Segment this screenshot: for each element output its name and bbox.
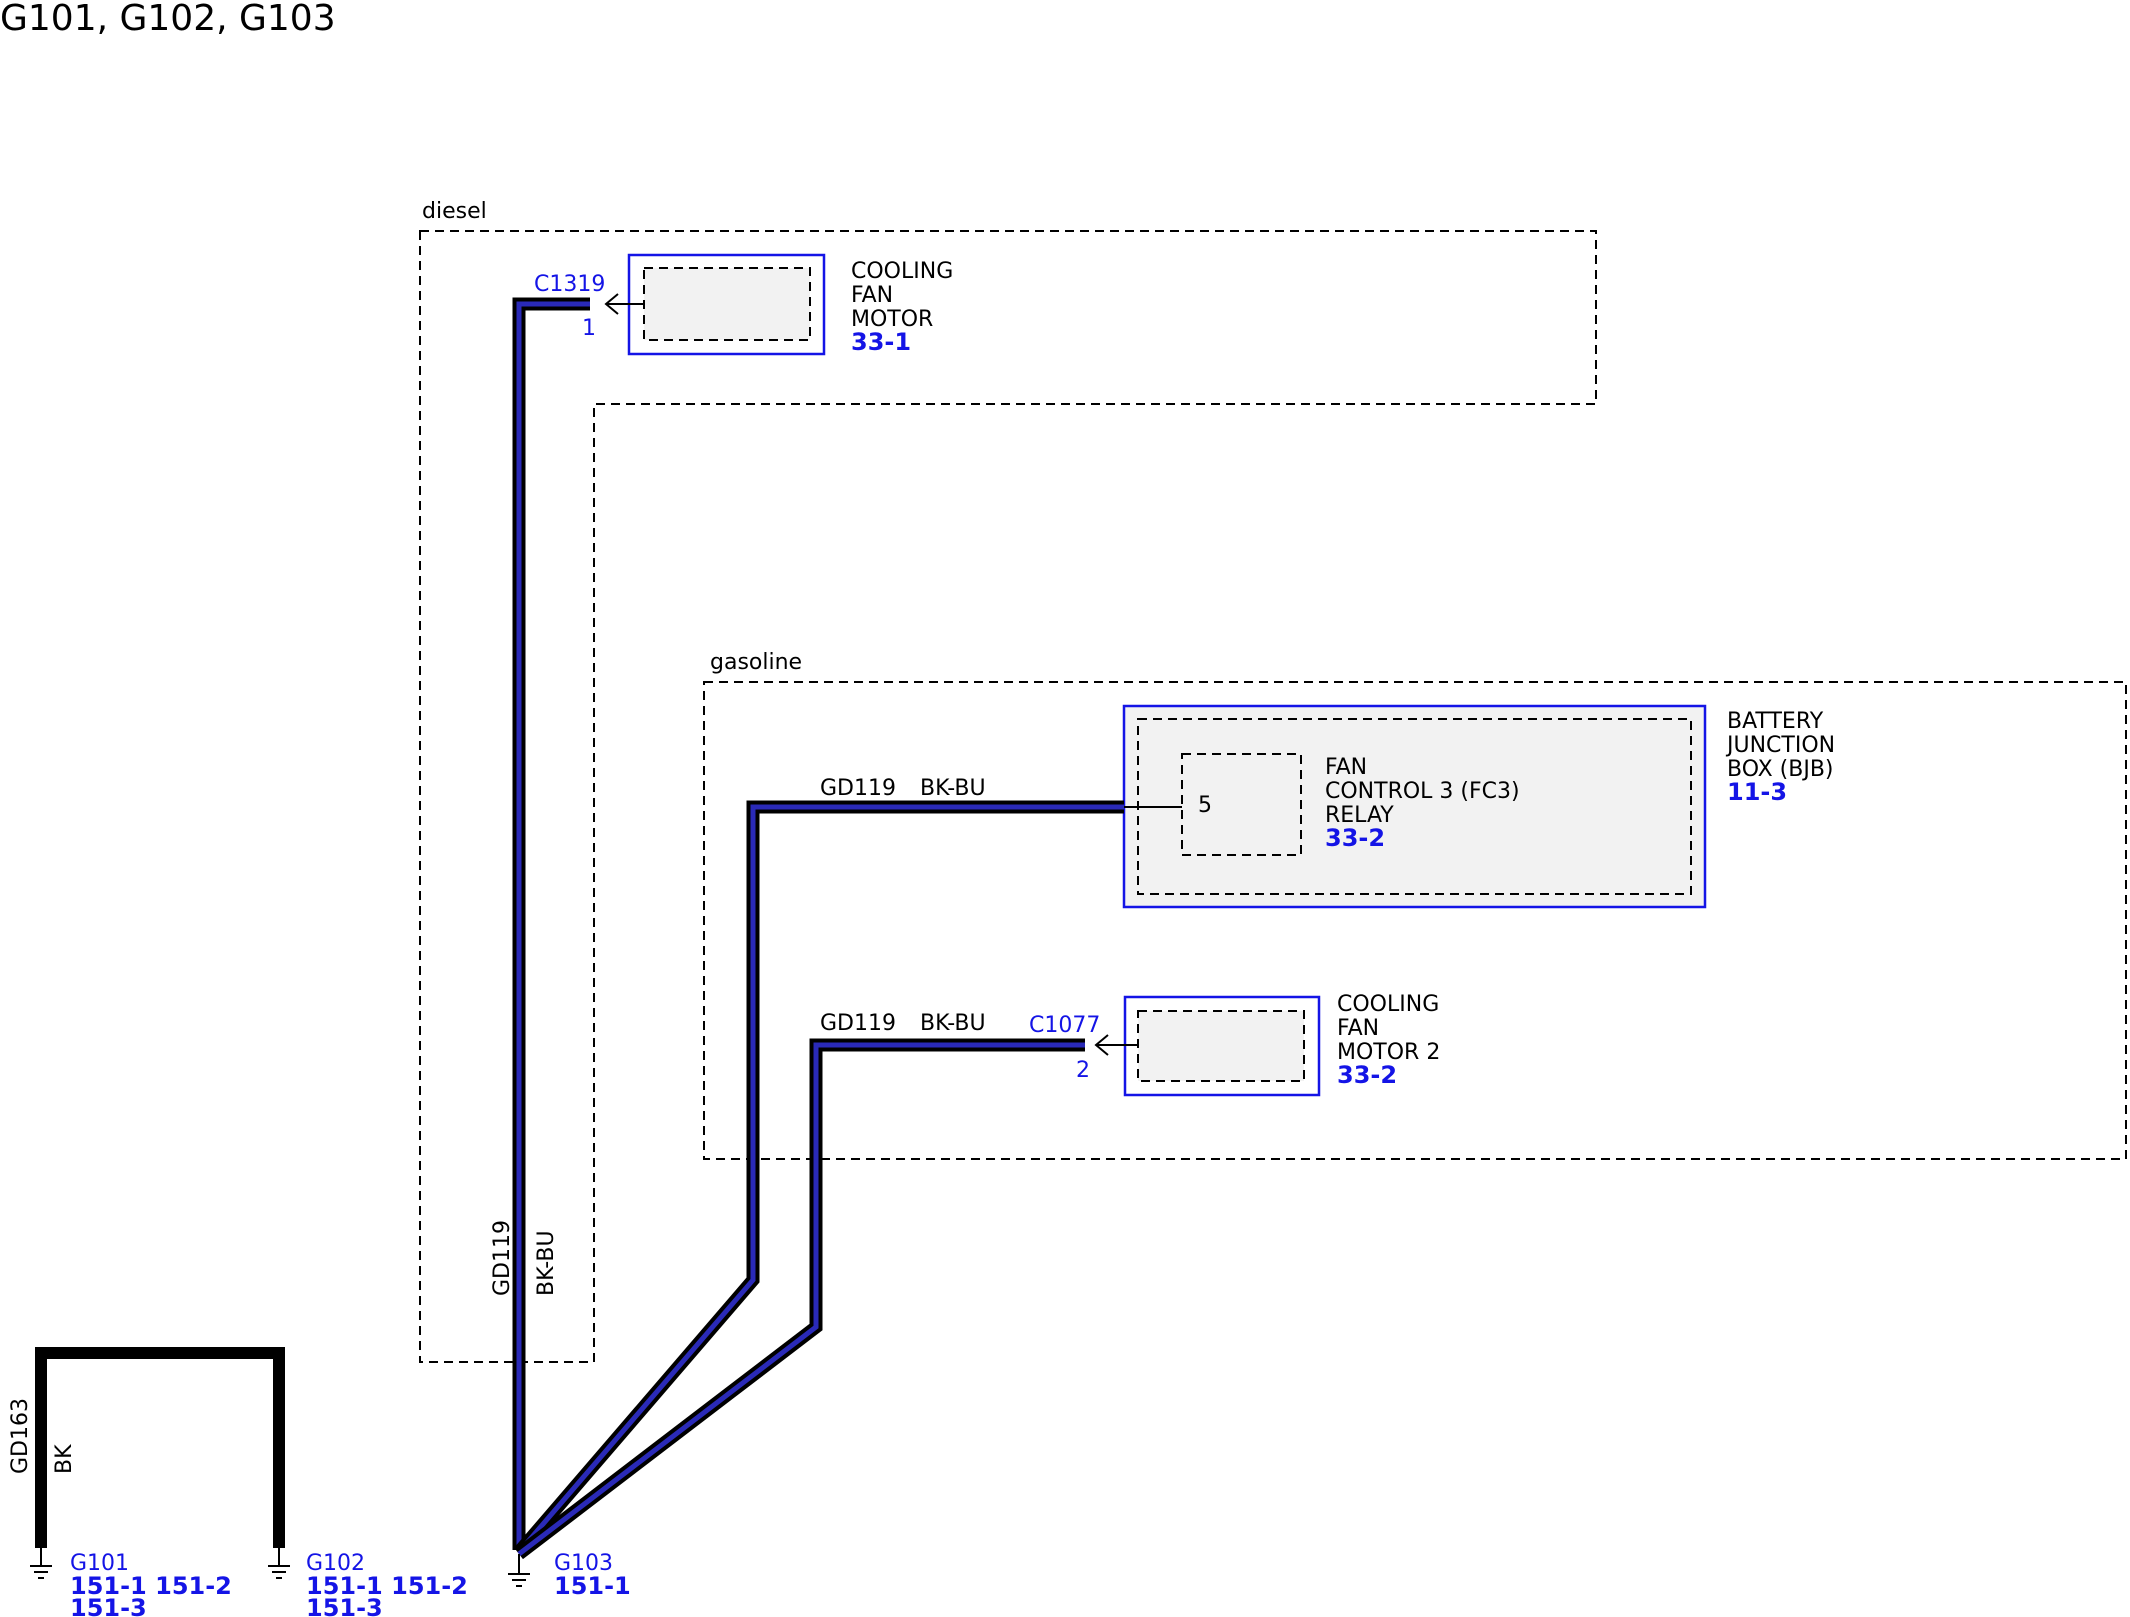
ground-g102-label[interactable]: G102: [306, 1551, 365, 1576]
fc3-relay-pin: 5: [1198, 793, 1212, 818]
cooling-fan-motor-2-label-1: COOLING: [1337, 992, 1439, 1017]
wire-gd163[interactable]: [35, 1347, 285, 1548]
ground-g101-refs-1[interactable]: 151-1 151-2: [70, 1572, 232, 1600]
fc3-relay-ref[interactable]: 33-2: [1325, 824, 1385, 852]
wire-gd119-relay[interactable]: [514, 800, 1124, 1557]
wire-diesel-circuit: GD119: [490, 1220, 515, 1296]
fc3-relay-label-3: RELAY: [1325, 803, 1394, 828]
connector-c1319-label[interactable]: C1319: [534, 272, 605, 297]
bjb-label-1: BATTERY: [1727, 709, 1824, 734]
ground-g102-icon: [268, 1548, 290, 1579]
cooling-fan-motor-label-1: COOLING: [851, 259, 953, 284]
cooling-fan-motor-2-label-3: MOTOR 2: [1337, 1040, 1440, 1065]
diesel-zone-outline: [419, 230, 1597, 1363]
c1077-arrow-icon: [1094, 1034, 1109, 1056]
bjb-label-2: JUNCTION: [1725, 733, 1835, 758]
connector-c1077-pin: 2: [1076, 1058, 1090, 1083]
cooling-fan-motor-ref[interactable]: 33-1: [851, 328, 911, 356]
wire-gd119-diesel[interactable]: [512, 297, 590, 1550]
diesel-zone-label: diesel: [422, 199, 487, 224]
fc3-relay-outline[interactable]: [1181, 753, 1302, 856]
cooling-fan-motor-2-ref[interactable]: 33-2: [1337, 1061, 1397, 1089]
cooling-fan-motor-inner: [643, 267, 811, 341]
wire-diesel-color: BK-BU: [534, 1230, 559, 1296]
ground-g102-refs-1[interactable]: 151-1 151-2: [306, 1572, 468, 1600]
fc3-relay-label-1: FAN: [1325, 755, 1367, 780]
ground-g103-icon: [508, 1554, 530, 1587]
ground-g101-label[interactable]: G101: [70, 1551, 129, 1576]
bjb-ref[interactable]: 11-3: [1727, 778, 1787, 806]
wire-gd163-color: BK: [52, 1444, 77, 1474]
page-title: G101, G102, G103: [0, 0, 336, 39]
gasoline-zone-label: gasoline: [710, 650, 802, 675]
bjb-box[interactable]: [1122, 704, 1707, 909]
connector-c1319-pin: 1: [582, 316, 596, 341]
bjb-label-3: BOX (BJB): [1727, 757, 1834, 782]
wire-motor2-circuit: GD119: [820, 1011, 896, 1036]
cooling-fan-motor-label-2: FAN: [851, 283, 893, 308]
ground-g103-refs-1[interactable]: 151-1: [554, 1572, 631, 1600]
c1319-arrow-icon: [604, 293, 619, 315]
gasoline-zone-outline: [703, 681, 2127, 1160]
ground-g103-label[interactable]: G103: [554, 1551, 613, 1576]
ground-g101-refs-2[interactable]: 151-3: [70, 1594, 147, 1617]
cooling-fan-motor-2-label-2: FAN: [1337, 1016, 1379, 1041]
wire-gd119-motor2[interactable]: [515, 1038, 1085, 1560]
fc3-relay-label-2: CONTROL 3 (FC3): [1325, 779, 1520, 804]
wire-relay-circuit: GD119: [820, 776, 896, 801]
ground-g102-refs-2[interactable]: 151-3: [306, 1594, 383, 1617]
wire-relay-color: BK-BU: [920, 776, 986, 801]
connector-c1077-label[interactable]: C1077: [1029, 1013, 1100, 1038]
ground-g101-icon: [30, 1548, 52, 1579]
wire-motor2-color: BK-BU: [920, 1011, 986, 1036]
wire-gd163-circuit: GD163: [8, 1398, 33, 1474]
cooling-fan-motor-label-3: MOTOR: [851, 307, 933, 332]
cooling-fan-motor-2-inner: [1137, 1010, 1305, 1082]
